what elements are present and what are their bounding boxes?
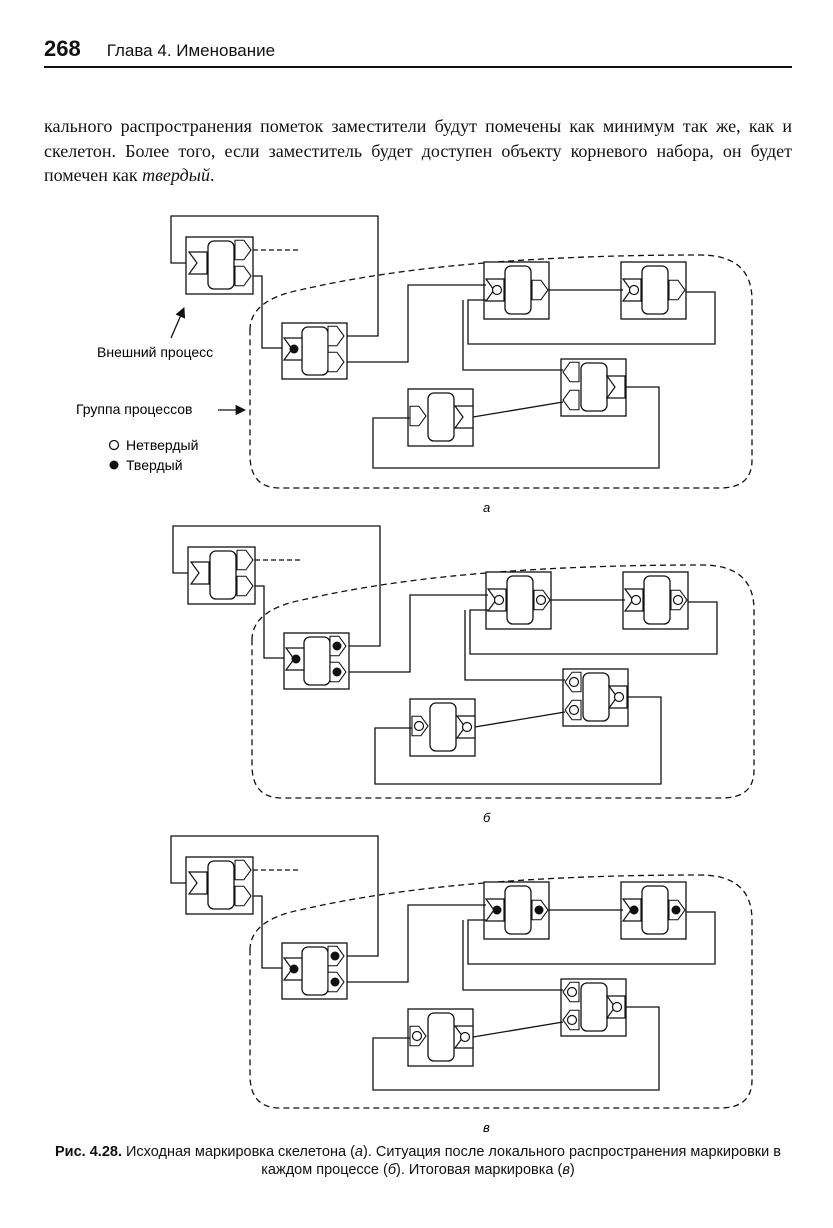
body-text-main: кального распространения пометок замести… — [44, 116, 792, 185]
label-external-process: Внешний процесс — [97, 344, 213, 360]
body-text-end: . — [209, 165, 215, 185]
body-emphasis: твердый — [142, 165, 210, 185]
caption-part-2: ). Ситуация после локального распростран… — [261, 1144, 781, 1178]
label-process-group: Группа процессов — [76, 401, 192, 417]
caption-italic-c: в — [562, 1162, 570, 1178]
chapter-title: Глава 4. Именование — [106, 41, 276, 60]
panel-c: в — [170, 835, 753, 1135]
caption-part-3: ). Итоговая маркировка ( — [395, 1162, 563, 1178]
legend-soft: Нетвердый — [126, 437, 198, 453]
caption-part-4: ) — [569, 1162, 575, 1178]
caption-label: Рис. 4.28. — [55, 1144, 122, 1160]
caption-part-1: Исходная маркировка скелетона ( — [121, 1144, 355, 1160]
caption-italic-a: а — [354, 1144, 363, 1160]
panel-label-a: а — [483, 500, 490, 515]
panel-a: Внешний процесс Группа процессов Нетверд… — [76, 215, 753, 515]
legend-hard-dot — [109, 460, 119, 470]
figure-caption: Рис. 4.28. Исходная маркировка скелетона… — [44, 1143, 792, 1179]
legend-hard: Твердый — [126, 457, 183, 473]
panel-label-c: в — [483, 1120, 490, 1135]
body-paragraph: кального распространения пометок замести… — [44, 114, 792, 188]
page-header: 268 Глава 4. Именование — [44, 36, 792, 68]
panel-label-b: б — [483, 810, 491, 825]
legend-soft-dot — [108, 439, 120, 451]
caption-italic-b: б — [387, 1162, 396, 1178]
panel-b: б — [172, 525, 755, 825]
page-number: 268 — [44, 36, 81, 61]
